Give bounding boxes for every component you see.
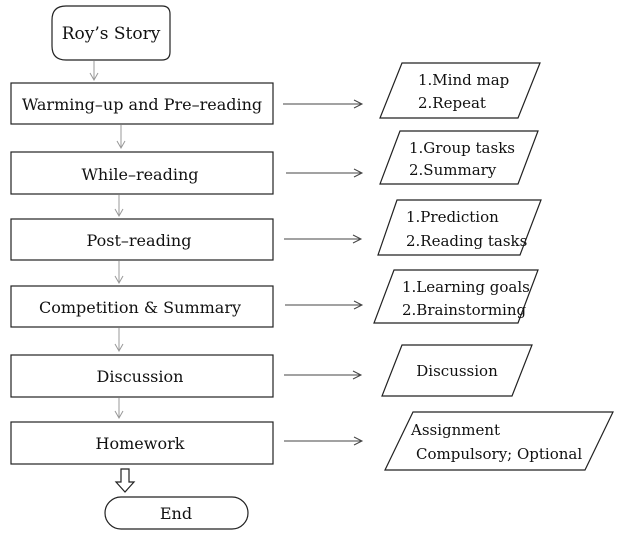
activity-line: 2.Summary (409, 161, 497, 179)
activity-line: Compulsory; Optional (416, 445, 582, 463)
activity-box-3: 1.Prediction 2.Reading tasks (377, 199, 542, 256)
step-post-reading: Post–reading (10, 218, 274, 261)
flow-arrowhead-5 (114, 410, 124, 420)
step-label: Post–reading (87, 231, 192, 250)
step-label: Discussion (97, 367, 184, 386)
connector-5 (284, 370, 363, 380)
start-node: Roy’s Story (51, 5, 171, 61)
step-discussion: Discussion (10, 354, 274, 398)
activity-line: 1.Group tasks (409, 139, 515, 157)
step-homework: Homework (10, 421, 274, 465)
step-label: Warming–up and Pre–reading (22, 95, 262, 114)
step-label: Competition & Summary (39, 298, 241, 317)
activity-line: 1.Mind map (418, 71, 509, 89)
connector-6 (284, 436, 364, 446)
activity-line: 1.Learning goals (402, 278, 530, 296)
activity-line: 2.Reading tasks (406, 232, 527, 250)
activity-line: Assignment (410, 421, 500, 439)
connector-3 (284, 234, 363, 244)
activity-line: 2.Repeat (418, 94, 486, 112)
step-competition-summary: Competition & Summary (10, 285, 274, 328)
activity-box-4: 1.Learning goals 2.Brainstorming (373, 269, 539, 324)
step-while-reading: While–reading (10, 151, 274, 195)
end-node: End (104, 496, 249, 530)
flow-arrowhead-start (89, 72, 99, 82)
step-label: While–reading (81, 165, 198, 184)
flow-arrowhead-4 (114, 343, 124, 353)
activity-box-5: Discussion (381, 344, 533, 397)
activity-box-2: 1.Group tasks 2.Summary (379, 130, 539, 185)
activity-line: 1.Prediction (406, 208, 499, 226)
activity-box-6: Assignment Compulsory; Optional (384, 411, 614, 471)
hollow-down-arrow (114, 468, 136, 493)
end-label: End (160, 504, 192, 523)
step-warming-up: Warming–up and Pre–reading (10, 82, 274, 125)
activity-box-1: 1.Mind map 2.Repeat (379, 62, 541, 119)
connector-2 (286, 168, 364, 178)
flow-arrowhead-1 (116, 140, 126, 150)
flow-arrowhead-3 (114, 275, 124, 285)
flow-arrowhead-2 (114, 208, 124, 218)
connector-4 (285, 300, 364, 310)
connector-1 (283, 99, 364, 109)
step-label: Homework (96, 434, 185, 453)
activity-line: Discussion (416, 362, 498, 380)
start-label: Roy’s Story (62, 24, 161, 44)
activity-line: 2.Brainstorming (402, 301, 527, 319)
